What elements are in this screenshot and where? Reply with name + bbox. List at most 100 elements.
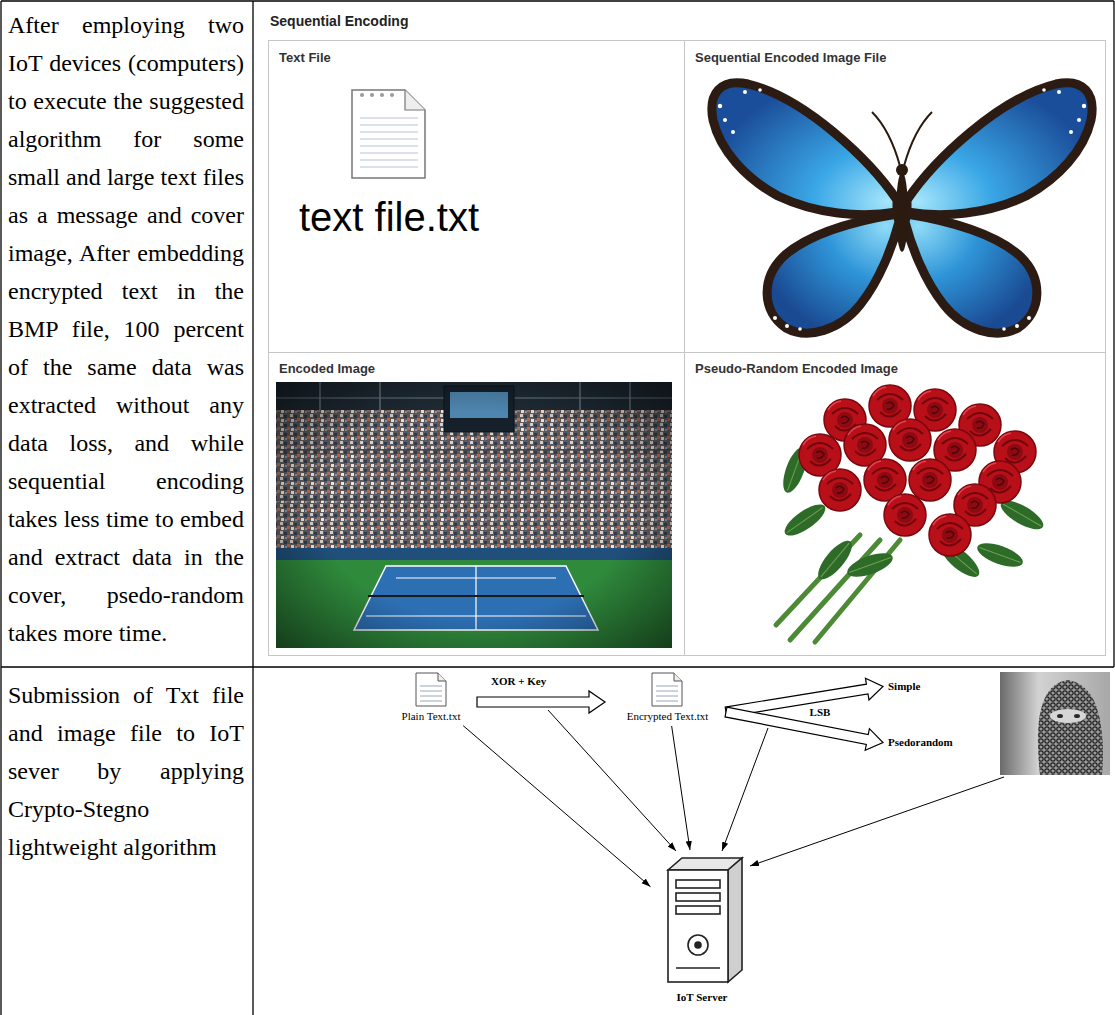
butterfly-image <box>712 83 1092 333</box>
connector-arrow <box>672 726 690 850</box>
roses-image <box>889 419 931 461</box>
butterfly-image <box>896 172 908 252</box>
server-icon <box>688 935 708 955</box>
text-file-icon <box>360 159 418 160</box>
butterfly-image <box>905 83 1092 333</box>
server-icon <box>668 870 728 982</box>
text-file-icon <box>360 152 418 153</box>
roses-image <box>780 499 830 541</box>
leader-arrow <box>548 710 676 851</box>
text-file-icon <box>352 90 425 178</box>
server-icon <box>676 893 720 901</box>
cover-photo <box>1074 714 1080 718</box>
server-icon <box>676 906 720 914</box>
encrypted-file-icon <box>652 673 682 706</box>
butterfly-image <box>872 112 900 166</box>
cover-photo <box>1057 714 1063 718</box>
text-file-icon <box>360 117 418 118</box>
server-icon <box>668 858 742 982</box>
encrypted-file-icon <box>656 686 678 687</box>
plain-file-icon <box>416 673 446 706</box>
file-node: Encrypted Text.txt <box>611 671 724 725</box>
cell-label: Pseudo-Random Encoded Image <box>695 361 898 377</box>
body-text: After employing two IoT devices (compute… <box>8 6 244 652</box>
text-file-icon <box>360 93 394 97</box>
image-cell: Sequential Encoded Image File <box>684 40 1106 353</box>
server-label: IoT Server <box>652 991 752 1004</box>
file-name: text file.txt <box>299 194 479 240</box>
leader-arrow <box>750 777 1004 866</box>
server-icon <box>676 880 720 888</box>
cover-photo <box>1000 672 1110 775</box>
text-cell: Submission of Txt file and image file to… <box>8 676 244 1008</box>
connector-arrow <box>463 726 650 887</box>
text-file-icon <box>360 138 418 139</box>
arrow-label: LSB <box>810 706 831 719</box>
plain-file-icon <box>416 673 446 706</box>
text-file-icon <box>360 131 418 132</box>
output-label: Simple <box>888 680 920 693</box>
cell-label: Text File <box>279 50 331 66</box>
roses-image <box>909 459 951 501</box>
encrypted-file-icon <box>656 701 678 702</box>
table-rule <box>1 0 1114 1</box>
cover-photo <box>1050 709 1086 723</box>
roses-image <box>974 538 1025 571</box>
stadium-photo <box>276 382 672 648</box>
plain-file-icon <box>420 696 442 697</box>
text-file-icon <box>405 90 425 110</box>
encrypted-file-icon <box>656 686 678 701</box>
roses-image <box>776 535 900 642</box>
text-file-icon <box>360 166 418 167</box>
text-file-icon <box>360 93 364 97</box>
plain-file-icon <box>420 701 442 702</box>
butterfly-image <box>712 83 899 333</box>
text-file-icon <box>390 93 394 97</box>
leader-arrow <box>548 710 1004 866</box>
roses-image <box>844 548 895 581</box>
roses-image <box>884 494 926 536</box>
text-cell: After employing two IoT devices (compute… <box>8 6 244 662</box>
block-arrow <box>725 707 883 750</box>
text-file-icon <box>352 90 425 178</box>
butterfly-image <box>904 112 932 166</box>
text-file-icon <box>360 145 418 146</box>
output-node: Simple <box>886 679 936 694</box>
roses-image <box>929 514 971 556</box>
cover-photo <box>1038 680 1103 775</box>
edge-label: XOR + Key <box>491 675 546 688</box>
roses-image <box>813 536 858 584</box>
encrypted-file-icon <box>656 691 678 692</box>
text-file-icon <box>360 124 418 125</box>
text-file-icon <box>360 118 418 167</box>
stadium-photo <box>276 382 672 648</box>
server-icon <box>676 967 720 969</box>
roses-image <box>776 385 1047 642</box>
table-rule <box>0 1 1 1015</box>
butterfly-image <box>896 164 908 176</box>
file-node: Plain Text.txt <box>391 671 471 725</box>
output-label: Psedorandom <box>888 736 953 749</box>
plain-file-icon <box>420 686 442 687</box>
encrypted-file-icon <box>652 673 682 706</box>
text-file-icon <box>380 93 384 97</box>
encrypted-file-icon <box>656 696 678 697</box>
table-rule <box>252 1 253 1015</box>
output-node: Psedorandom <box>886 735 972 750</box>
connector-group <box>463 678 883 887</box>
plain-file-icon <box>420 691 442 692</box>
image-cell: Encoded Image <box>268 352 685 656</box>
image-cell: Pseudo-Random Encoded Image <box>684 352 1106 656</box>
text-file-icon <box>370 93 374 97</box>
server-icon <box>695 942 701 948</box>
roses-image <box>776 535 860 625</box>
cell-label: Encoded Image <box>279 361 375 377</box>
plain-file-icon <box>438 673 446 681</box>
file-label: Encrypted Text.txt <box>611 710 724 723</box>
server-node: IoT Server <box>652 852 752 1010</box>
roses-image <box>819 469 861 511</box>
plain-file-icon <box>420 686 442 701</box>
leader-arrow <box>722 728 768 851</box>
panel-title: Sequential Encoding <box>270 13 408 30</box>
